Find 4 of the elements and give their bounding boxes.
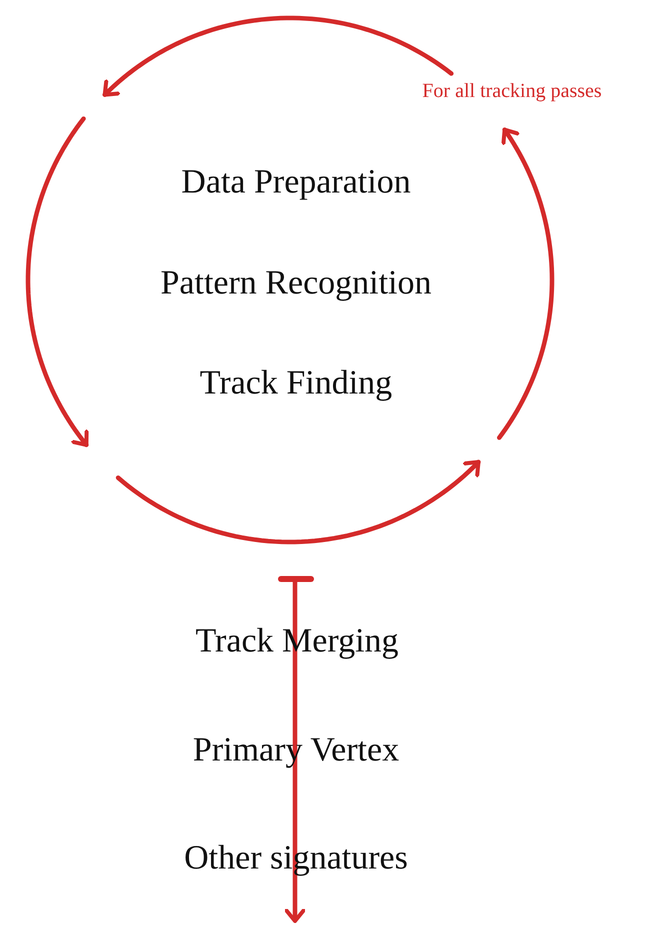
step-label: Pattern Recognition xyxy=(160,264,432,302)
step-label: Track Finding xyxy=(200,364,392,402)
step-label: Data Preparation xyxy=(181,163,411,201)
loop-note: For all tracking passes xyxy=(422,80,602,102)
